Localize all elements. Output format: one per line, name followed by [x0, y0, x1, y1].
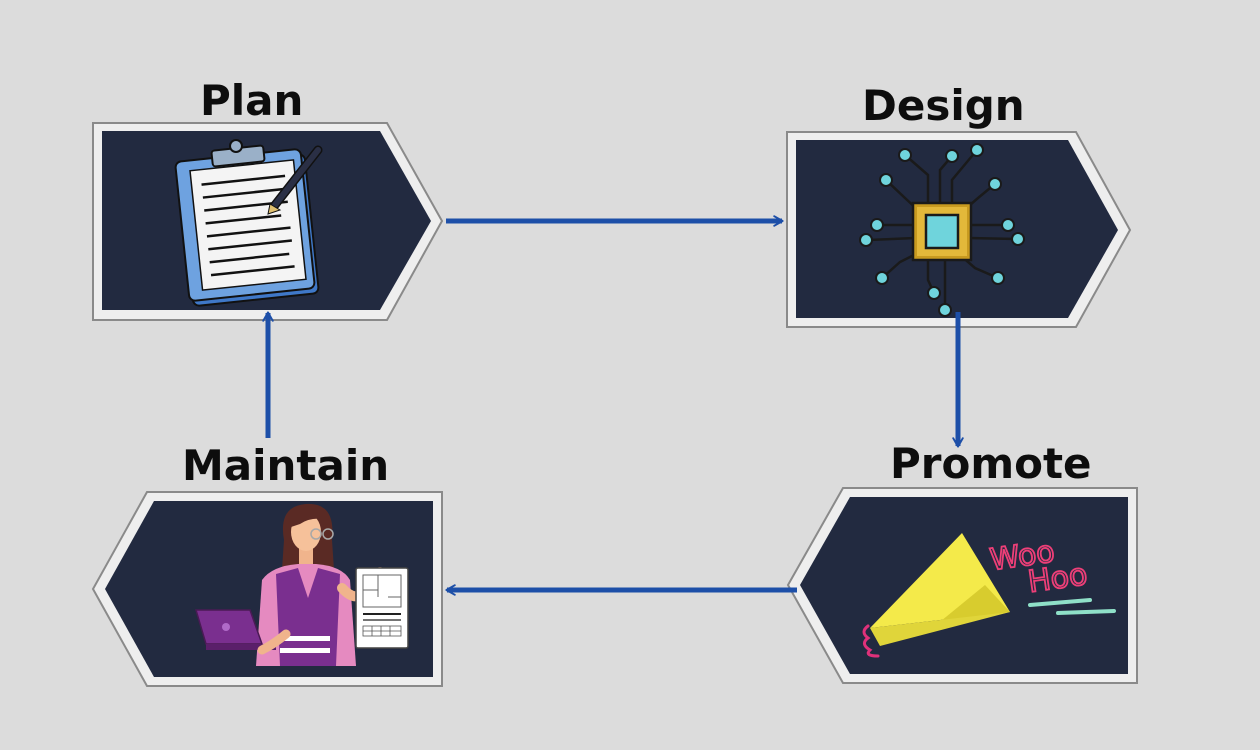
- design-label: Design: [862, 81, 1025, 130]
- promote-label: Promote: [890, 439, 1092, 488]
- clipboard-pen-icon: [174, 139, 323, 307]
- blueprint-document-icon: [355, 567, 409, 649]
- maintain-label: Maintain: [182, 441, 390, 490]
- plan-label: Plan: [200, 76, 304, 125]
- woman-with-laptop-icon: [194, 503, 385, 666]
- circuit-chip-icon: [859, 143, 1025, 317]
- megaphone-icon: [862, 533, 1010, 658]
- pen-icon: [267, 145, 323, 215]
